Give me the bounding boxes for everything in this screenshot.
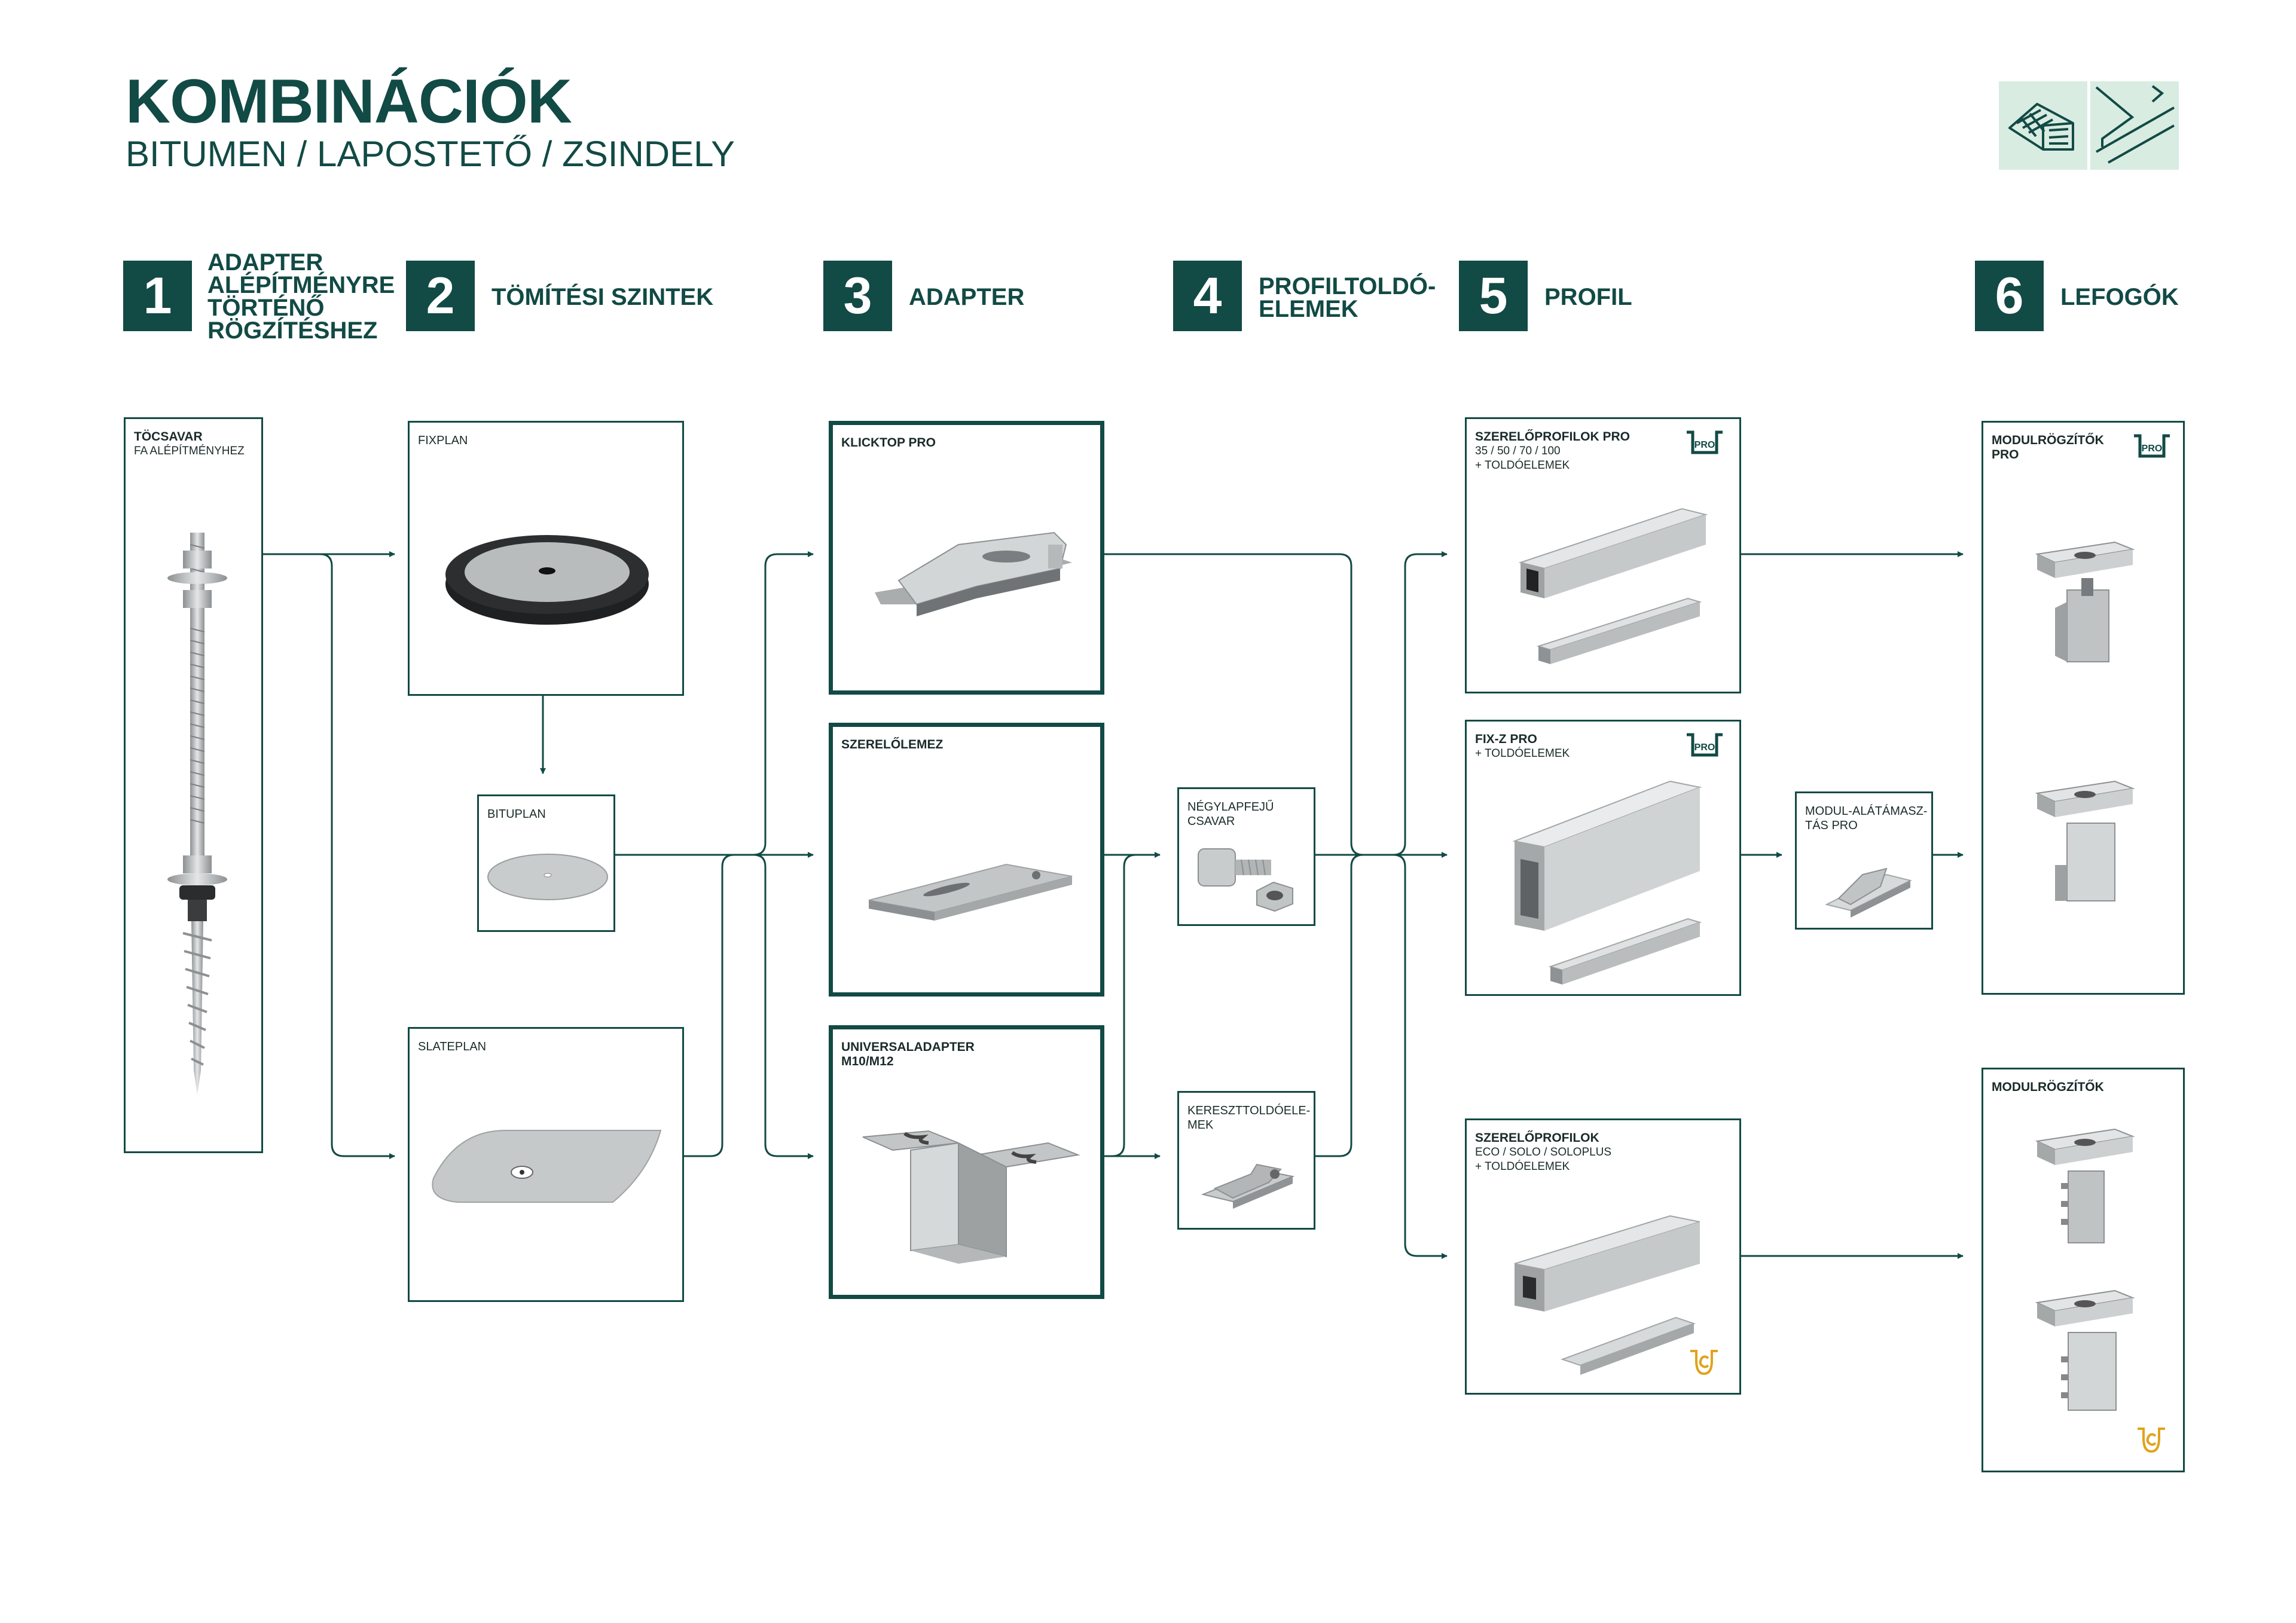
pro-badge-text: PRO <box>1694 742 1715 753</box>
pro-badge-icon: PRO <box>1687 733 1723 757</box>
product-title: MODULRÖGZÍTŐK <box>1992 433 2104 447</box>
eco-profile-icon <box>1514 1215 1700 1375</box>
universal-adapter-icon <box>862 1130 1080 1264</box>
product-title: SZERELŐLEMEZ <box>841 738 944 751</box>
product-subtitle: 35 / 50 / 70 / 100 <box>1475 445 1561 457</box>
product-negylapfeju-csavar[interactable]: NÉGYLAPFEJŰ CSAVAR <box>1177 787 1315 926</box>
product-title: UNIVERSALADAPTER <box>841 1040 975 1054</box>
pro-badge-text: PRO <box>2142 444 2163 454</box>
product-universaladapter[interactable]: UNIVERSALADAPTER M10/M12 <box>829 1025 1104 1299</box>
product-subtitle-2: + TOLDÓELEMEK <box>1475 1160 1570 1173</box>
step-5-number: 5 <box>1459 261 1528 331</box>
c-badge-icon <box>2138 1428 2165 1453</box>
product-title: TÖCSAVAR <box>134 430 203 444</box>
product-title-line2: CSAVAR <box>1187 815 1235 828</box>
product-modulrogzitok-pro[interactable]: MODULRÖGZÍTŐK PRO PRO <box>1981 421 2185 995</box>
middle-clamp-icon <box>2035 1128 2135 1243</box>
mounting-profile-icon <box>1518 508 1708 664</box>
bitumen-disc-icon <box>487 854 608 900</box>
product-title: FIX-Z PRO <box>1475 732 1537 746</box>
product-slateplan[interactable]: SLATEPLAN <box>408 1027 684 1302</box>
step-3-number: 3 <box>823 261 892 331</box>
page-subtitle: BITUMEN / LAPOSTETŐ / ZSINDELY <box>126 134 735 174</box>
step-6-number: 6 <box>1975 261 2044 331</box>
slate-plate-icon <box>432 1130 662 1203</box>
middle-clamp-icon <box>2035 541 2135 662</box>
product-fixz-pro[interactable]: FIX-Z PRO + TOLDÓELEMEK PRO <box>1465 720 1741 996</box>
fixz-profile-icon <box>1512 780 1702 985</box>
klicktop-adapter-icon <box>875 531 1072 616</box>
product-tocsavar[interactable]: TÖCSAVAR FA ALÉPÍTMÉNYHEZ <box>124 417 263 1153</box>
product-title: BITUPLAN <box>487 808 546 821</box>
page-title: KOMBINÁCIÓK <box>126 67 572 136</box>
product-title: MODUL-ALÁTÁMASZ- <box>1805 805 1928 818</box>
product-title-line2: MEK <box>1187 1118 1214 1132</box>
step-1-number: 1 <box>123 261 192 331</box>
step-2-label: TÖMÍTÉSI SZINTEK <box>491 284 714 310</box>
step-2-number: 2 <box>406 261 475 331</box>
sealing-disc-icon <box>445 535 649 625</box>
product-bituplan[interactable]: BITUPLAN <box>477 794 615 932</box>
mounting-plate-icon <box>868 863 1073 921</box>
product-title: FIXPLAN <box>418 434 468 447</box>
product-szerelolemez[interactable]: SZERELŐLEMEZ <box>829 723 1104 997</box>
step-4-label: PROFILTOLDÓ-ELEMEK <box>1259 273 1436 322</box>
product-modulrogzitok[interactable]: MODULRÖGZÍTŐK <box>1981 1068 2185 1472</box>
product-szereloprofilok-pro[interactable]: SZERELŐPROFILOK PRO 35 / 50 / 70 / 100 +… <box>1465 417 1741 693</box>
product-subtitle-2: + TOLDÓELEMEK <box>1475 459 1570 472</box>
step-1-label: ADAPTER ALÉPÍTMÉNYRE TÖRTÉNŐ RÖGZÍTÉSHEZ <box>207 249 395 344</box>
roof-solar-logo-icon <box>1999 81 2087 170</box>
product-modul-alatamasztas-pro[interactable]: MODUL-ALÁTÁMASZ- TÁS PRO <box>1795 791 1933 930</box>
step-6-label: LEFOGÓK <box>2060 284 2179 310</box>
product-subtitle: ECO / SOLO / SOLOPLUS <box>1475 1146 1612 1159</box>
product-klicktop-pro[interactable]: KLICKTOP PRO <box>829 421 1104 695</box>
product-title-line2: TÁS PRO <box>1805 819 1858 832</box>
pro-badge-icon: PRO <box>2134 434 2170 458</box>
product-title-line2: M10/M12 <box>841 1055 894 1068</box>
square-head-bolt-icon <box>1198 848 1293 912</box>
hanger-bolt-icon <box>167 533 227 1095</box>
module-support-icon <box>1825 867 1912 918</box>
pro-badge-text: PRO <box>1694 440 1715 450</box>
product-title: NÉGYLAPFEJŰ <box>1187 800 1274 814</box>
product-fixplan[interactable]: FIXPLAN <box>408 421 684 696</box>
roof-mount-logo-icon <box>2090 81 2179 170</box>
product-title: KERESZTTOLDÓELE- <box>1187 1104 1311 1117</box>
cross-connector-icon <box>1201 1163 1295 1209</box>
product-title: SLATEPLAN <box>418 1040 487 1053</box>
product-keresztoldoelemek[interactable]: KERESZTTOLDÓELE- MEK <box>1177 1091 1315 1230</box>
product-title: SZERELŐPROFILOK <box>1475 1131 1599 1145</box>
c-badge-icon <box>1690 1350 1718 1376</box>
product-subtitle: + TOLDÓELEMEK <box>1475 747 1570 760</box>
end-clamp-icon <box>2035 1289 2135 1411</box>
product-title: MODULRÖGZÍTŐK <box>1992 1080 2104 1094</box>
product-subtitle: FA ALÉPÍTMÉNYHEZ <box>134 445 245 457</box>
product-title: SZERELŐPROFILOK PRO <box>1475 430 1631 444</box>
step-5-label: PROFIL <box>1544 284 1632 310</box>
product-szereloprofilok-eco[interactable]: SZERELŐPROFILOK ECO / SOLO / SOLOPLUS + … <box>1465 1118 1741 1395</box>
pro-badge-icon: PRO <box>1687 430 1723 454</box>
product-title-line2: PRO <box>1992 448 2019 461</box>
step-4-number: 4 <box>1173 261 1242 331</box>
end-clamp-icon <box>2035 780 2135 901</box>
product-title: KLICKTOP PRO <box>841 436 936 450</box>
step-3-label: ADAPTER <box>909 284 1025 310</box>
